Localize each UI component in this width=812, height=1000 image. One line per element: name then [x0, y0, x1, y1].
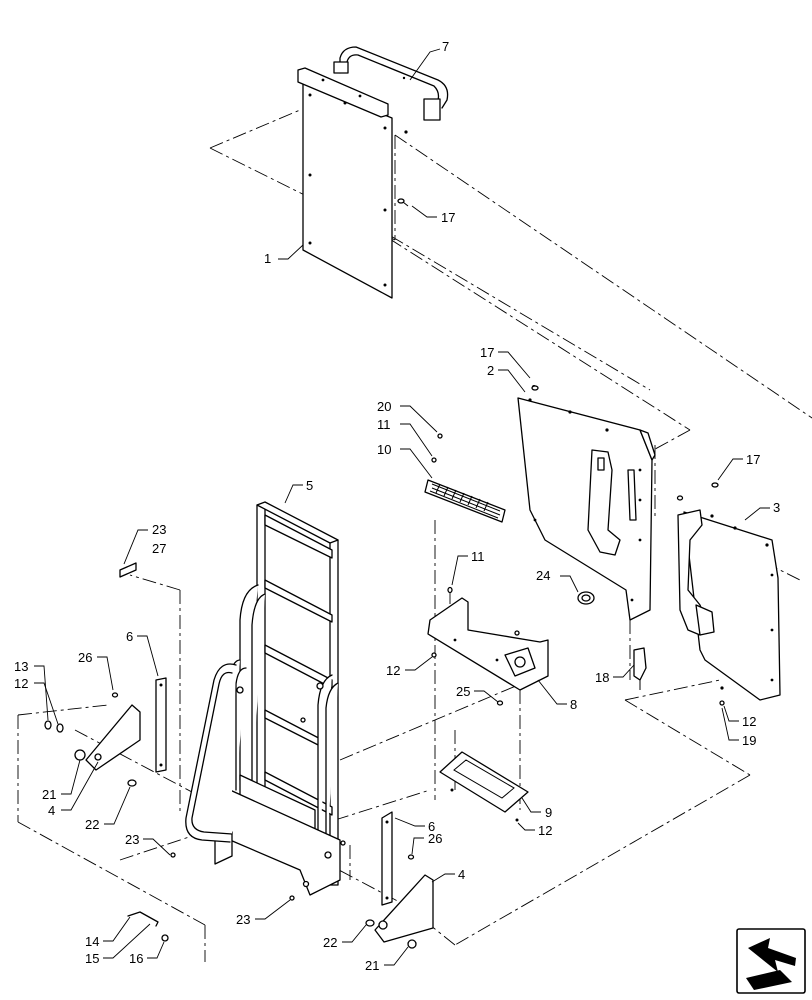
small-hardware — [44, 385, 725, 949]
callout-18: 18 — [595, 670, 609, 685]
side-panel-part-2 — [517, 385, 656, 621]
callout-22: 22 — [323, 935, 337, 950]
strap-part-6-right — [381, 811, 393, 906]
ladder-handrail — [185, 663, 237, 843]
callout-9: 9 — [545, 805, 552, 820]
callout-23: 23 — [236, 912, 250, 927]
callout-12: 12 — [386, 663, 400, 678]
callout-26: 26 — [428, 831, 442, 846]
callout-17: 17 — [746, 452, 760, 467]
callout-11: 11 — [377, 417, 391, 432]
callout-19: 19 — [742, 733, 756, 748]
callout-25: 25 — [456, 684, 470, 699]
callout-13: 13 — [14, 659, 28, 674]
grommet-part-24 — [577, 591, 595, 605]
next-page-arrow-icon[interactable] — [736, 928, 806, 994]
callout-15: 15 — [85, 951, 99, 966]
callout-6: 6 — [126, 629, 133, 644]
callout-7: 7 — [442, 39, 449, 54]
callout-10: 10 — [377, 442, 391, 457]
callout-12: 12 — [538, 823, 552, 838]
side-panel-part-3 — [677, 509, 781, 701]
callout-12: 12 — [742, 714, 756, 729]
callout-20: 20 — [377, 399, 391, 414]
latch-part-18 — [633, 647, 647, 690]
grating-part-10 — [424, 479, 506, 523]
callout-3: 3 — [773, 500, 780, 515]
callout-4: 4 — [458, 867, 465, 882]
screw-part-17 — [397, 198, 409, 207]
callout-21: 21 — [42, 787, 56, 802]
callout-23: 23 — [125, 832, 139, 847]
ladder-part-5 — [214, 501, 341, 896]
step-bracket-part-8 — [427, 597, 549, 691]
callout-17: 17 — [480, 345, 494, 360]
callout-21: 21 — [365, 958, 379, 973]
bracket-part-4-left — [74, 704, 141, 771]
bracket-part-4-right — [374, 874, 434, 943]
callout-26: 26 — [78, 650, 92, 665]
callout-27: 27 — [152, 541, 166, 556]
handrail-part-7 — [297, 46, 449, 134]
callout-17: 17 — [441, 210, 455, 225]
callout-23: 23 — [152, 522, 166, 537]
callout-22: 22 — [85, 817, 99, 832]
callout-6: 6 — [428, 819, 435, 834]
callout-11: 11 — [471, 549, 485, 564]
step-tread-part-9 — [439, 751, 529, 822]
strap-part-6-left — [155, 677, 167, 773]
callout-24: 24 — [536, 568, 550, 583]
callout-1: 1 — [264, 251, 271, 266]
callout-8: 8 — [570, 697, 577, 712]
callout-14: 14 — [85, 934, 99, 949]
callout-12: 12 — [14, 676, 28, 691]
callout-labels: 7 17 1 17 2 20 11 10 17 3 5 23 27 24 11 … — [14, 39, 780, 973]
callout-4: 4 — [48, 803, 55, 818]
callout-16: 16 — [129, 951, 143, 966]
callout-5: 5 — [306, 478, 313, 493]
callout-2: 2 — [487, 363, 494, 378]
leader-lines — [34, 48, 770, 966]
